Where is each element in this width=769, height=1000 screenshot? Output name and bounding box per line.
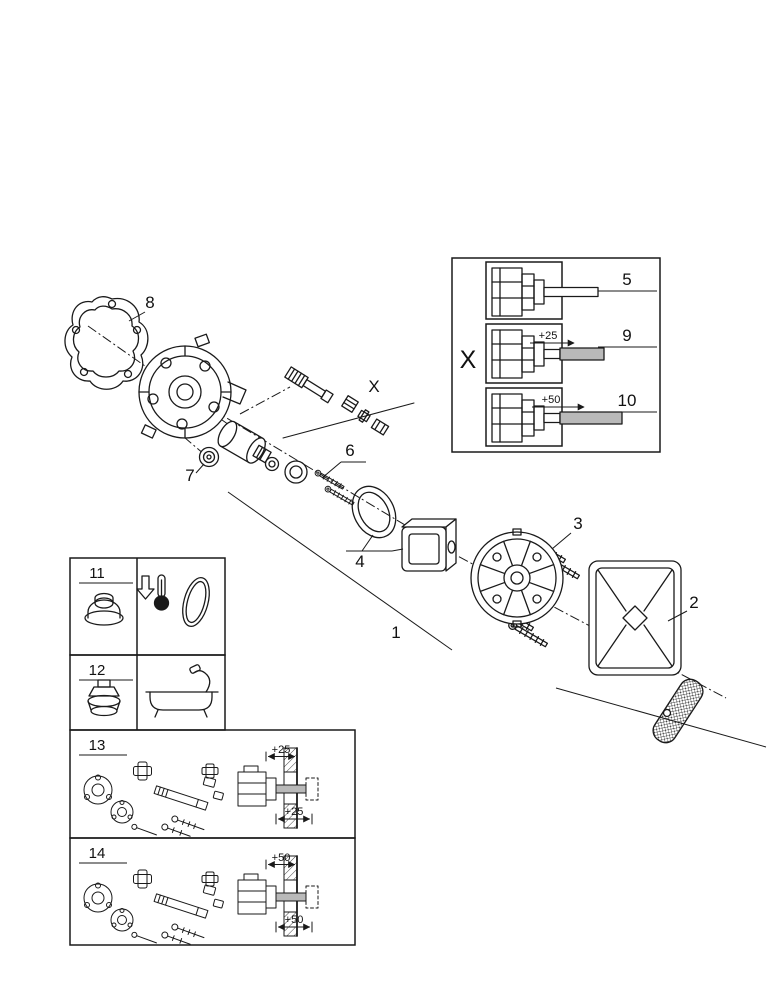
temperature-check-icon	[136, 574, 170, 611]
extension-dim-25: +25	[539, 330, 558, 342]
spindle-extension-parts	[282, 366, 415, 439]
part-label-3: 3	[573, 514, 582, 533]
callout-num-5: 5	[622, 270, 631, 289]
cartridge-screws	[313, 468, 356, 507]
part-label-7: 7	[185, 466, 194, 485]
lever-handle	[652, 678, 704, 744]
detail-box-11: 11	[69, 557, 226, 656]
oval-seal-icon	[182, 577, 210, 627]
box-num-14: 14	[89, 845, 106, 862]
box-num-12: 12	[89, 662, 106, 679]
valve-illustration	[491, 393, 545, 443]
callout-row-5: 5	[485, 261, 657, 320]
thermometer-icon	[153, 595, 170, 611]
stop-knob	[198, 446, 220, 468]
box13-dim-top: +25	[272, 744, 291, 756]
seal-ring	[351, 485, 397, 539]
aerator-part-icon	[87, 679, 121, 717]
function-box	[401, 518, 457, 572]
cartridge-rings	[264, 456, 308, 484]
part-label-2: 2	[689, 593, 698, 612]
box-num-13: 13	[89, 737, 106, 754]
installation-cross-section	[238, 748, 318, 828]
bathtub-icon	[145, 664, 219, 718]
part-label-8: 8	[145, 293, 154, 312]
extension-dim-50: +50	[542, 394, 561, 406]
cover-plate	[588, 560, 682, 676]
gasket-ring	[64, 296, 149, 390]
rough-in-valve-body	[138, 333, 247, 439]
parts-kit-illustration	[83, 869, 225, 948]
callout-row-9: +25 9	[485, 323, 657, 384]
detail-box-12: 12	[69, 654, 226, 731]
parts-kit-illustration	[83, 761, 225, 840]
cartridge	[217, 420, 272, 464]
callout-num-9: 9	[622, 326, 631, 345]
down-arrow-icon	[136, 575, 155, 600]
box14-dim-top: +50	[272, 852, 291, 864]
detail-box-14: 14 +50 +50	[69, 837, 356, 948]
part-labels: 8 7 6 X 4 3 1 2	[128, 293, 699, 642]
box13-dim-bottom: +25	[285, 806, 304, 818]
callout-num-10: 10	[618, 391, 637, 410]
part-label-4: 4	[355, 552, 364, 571]
valve-illustration	[491, 329, 545, 379]
box14-dim-bottom: +50	[285, 914, 304, 926]
part-label-1: 1	[391, 623, 400, 642]
part-label-6: 6	[345, 441, 354, 460]
box-num-11: 11	[89, 565, 105, 582]
handle-screw	[662, 708, 672, 718]
grease-part-icon	[84, 592, 124, 626]
x-reference-label: X	[368, 377, 379, 396]
callout-row-10: +50 10	[485, 387, 657, 447]
detail-box-13: 13 +25 +25	[69, 729, 356, 840]
callout-x-label: X	[460, 346, 477, 374]
variant-callout-box: X 5 +25 9 +50 1	[451, 257, 661, 453]
installation-cross-section	[238, 856, 318, 936]
valve-illustration	[491, 267, 545, 317]
mounting-plate	[470, 528, 564, 628]
